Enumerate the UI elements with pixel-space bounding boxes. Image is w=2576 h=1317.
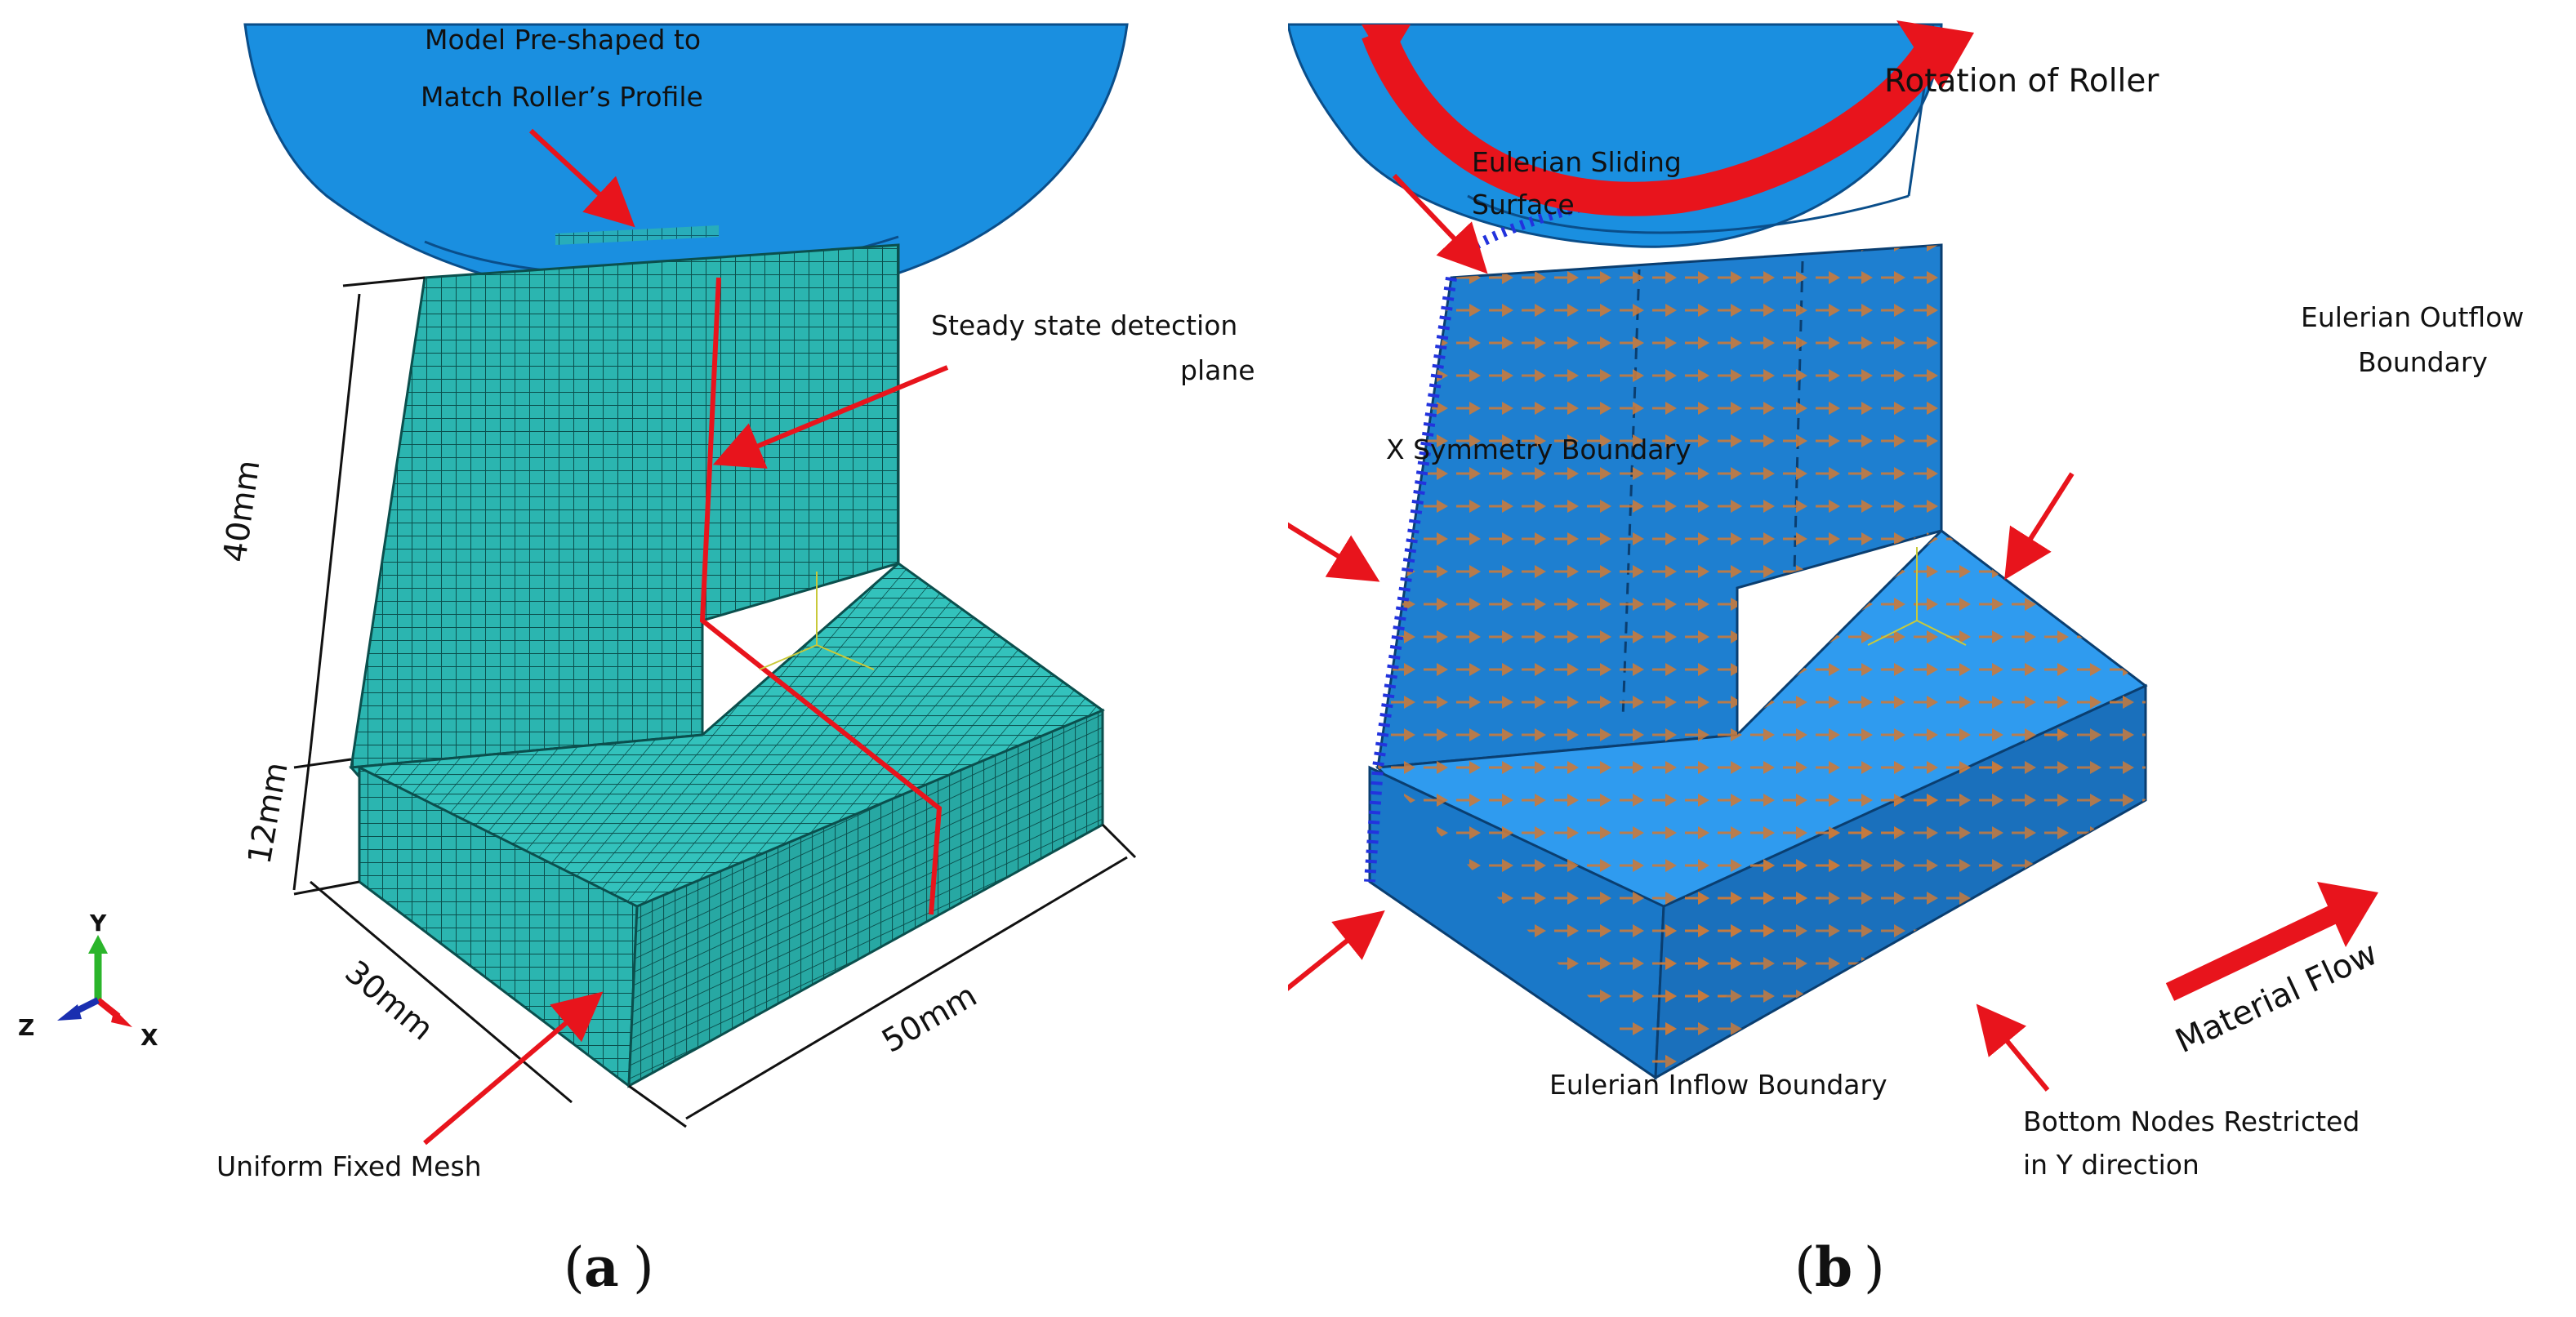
dim-12mm: 12mm: [242, 759, 296, 867]
arrow-preshaped: [528, 128, 635, 228]
panel-b-figure: Rotation of Roller Eulerian Sliding Surf…: [1288, 20, 2524, 1299]
label-outflow-1: Eulerian Outflow: [2301, 301, 2524, 333]
dim-40mm: 40mm: [216, 458, 267, 565]
material-flow-arrow: [2165, 882, 2378, 1001]
arrow-outflow: [2004, 472, 2075, 581]
label-rotation: Rotation of Roller: [1884, 63, 2159, 100]
side-loads: [1656, 686, 2146, 1078]
label-steady-1: Steady state detection: [931, 309, 1237, 341]
outflow-loads: [1378, 245, 1941, 768]
label-xsym: X Symmetry Boundary: [1386, 434, 1691, 465]
dimension-lines: [292, 276, 1137, 1128]
caption-a-letter: a: [584, 1235, 619, 1299]
caption-b-letter: b: [1815, 1235, 1852, 1299]
label-steady-2: plane: [1180, 354, 1255, 386]
label-preshaped-2: Match Roller’s Profile: [421, 81, 703, 113]
panel-a: Model Pre-shaped to Match Roller’s Profi…: [18, 23, 1255, 1299]
global-axes-icon: Y Z X: [18, 910, 158, 1051]
dim-30mm: 30mm: [338, 954, 440, 1048]
caption-b-open: (: [1794, 1236, 1816, 1299]
axis-z-label: Z: [18, 1014, 34, 1041]
roller-b: [1288, 23, 1943, 248]
arrow-sliding: [1392, 173, 1488, 274]
label-sliding-1: Eulerian Sliding: [1472, 146, 1682, 178]
caption-a-open: (: [564, 1236, 585, 1299]
inner-axes-icon-b: [1867, 547, 1967, 646]
steady-state-plane: [699, 277, 943, 915]
arrow-inflow: [1288, 910, 1385, 991]
panel-b: Rotation of Roller Eulerian Sliding Surf…: [1288, 0, 2576, 1317]
inner-axes-icon: [759, 572, 875, 670]
arrow-steady: [712, 365, 949, 469]
flange-loads: [1378, 531, 2146, 1070]
arrow-bottom: [1976, 1003, 2050, 1092]
caption-a-close: ): [633, 1236, 654, 1299]
axis-y-label: Y: [89, 910, 107, 937]
label-inflow: Eulerian Inflow Boundary: [1549, 1069, 1887, 1101]
arrow-mesh: [423, 991, 604, 1146]
label-preshaped-1: Model Pre-shaped to: [425, 24, 701, 56]
label-bottom-2: in Y direction: [2023, 1149, 2199, 1181]
label-bottom-1: Bottom Nodes Restricted: [2023, 1106, 2360, 1137]
arrow-xsym: [1288, 522, 1380, 582]
panel-a-figure: Model Pre-shaped to Match Roller’s Profi…: [18, 23, 1255, 1299]
rotation-arrow: [1362, 26, 1948, 216]
axis-x-label: X: [140, 1024, 158, 1051]
dim-50mm: 50mm: [876, 977, 983, 1061]
label-material-flow: Material Flow: [2170, 935, 2383, 1061]
label-outflow-2: Boundary: [2358, 346, 2488, 378]
label-mesh: Uniform Fixed Mesh: [216, 1150, 482, 1182]
caption-b-close: ): [1864, 1236, 1885, 1299]
label-sliding-2: Surface: [1472, 189, 1575, 220]
